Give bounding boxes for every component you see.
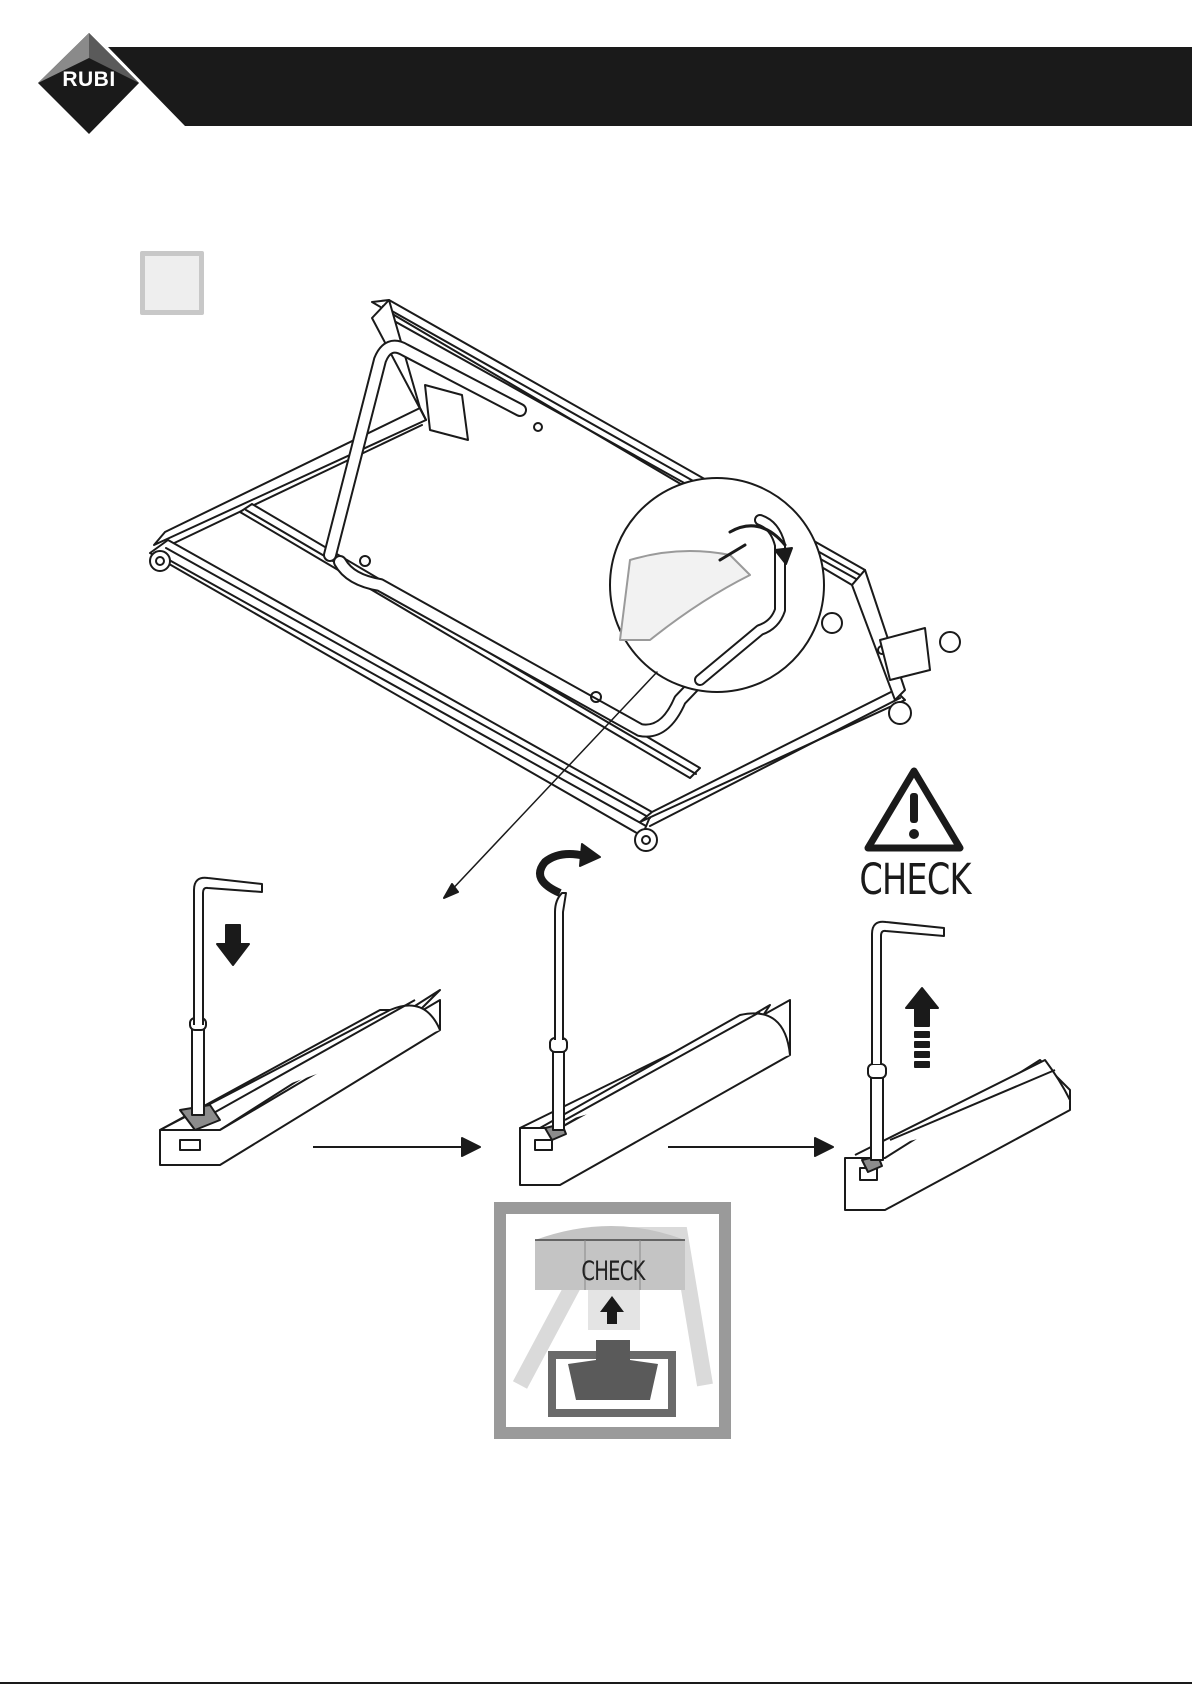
bottom-rule: [0, 0, 1192, 1685]
